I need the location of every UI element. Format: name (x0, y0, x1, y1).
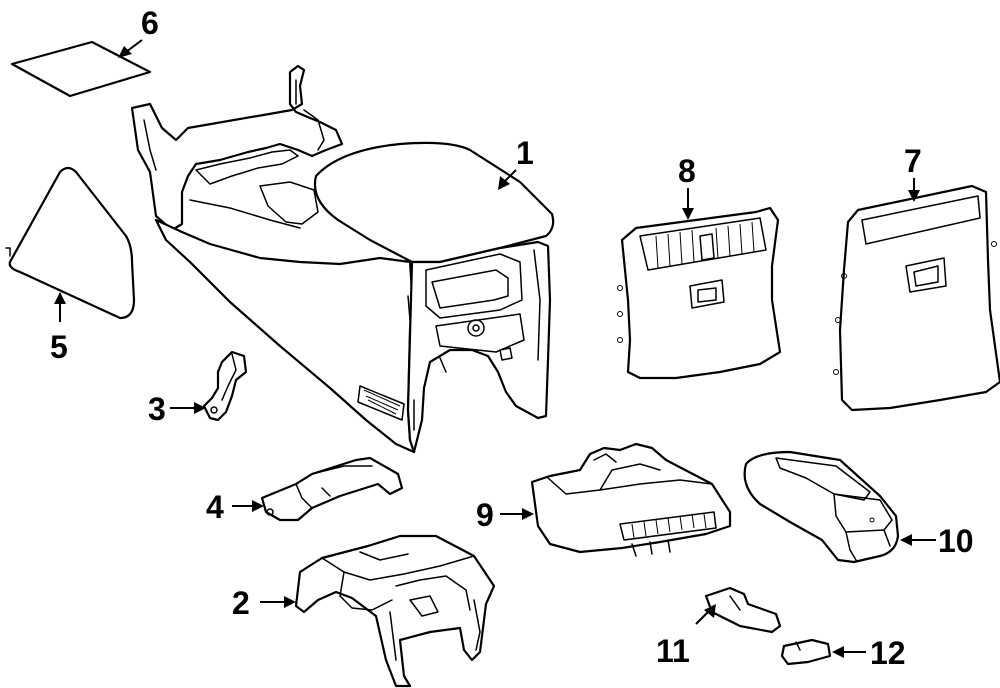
leader-arrows (54, 39, 936, 658)
part-9-lower-panel[interactable] (530, 442, 732, 557)
part-5-side-panel[interactable] (5, 166, 136, 320)
callout-7[interactable]: 7 (904, 143, 922, 179)
callout-1[interactable]: 1 (516, 135, 534, 171)
part-2-frame-bracket[interactable] (294, 534, 496, 688)
part-11-small-pad[interactable] (704, 586, 782, 634)
part-7-rear-panel[interactable] (833, 184, 1000, 412)
part-12-clip[interactable] (780, 638, 832, 666)
callout-9[interactable]: 9 (476, 497, 494, 533)
callout-10[interactable]: 10 (938, 523, 974, 559)
callout-6[interactable]: 6 (141, 5, 159, 41)
part-4-bar-bracket[interactable] (260, 456, 404, 522)
callout-4[interactable]: 4 (206, 489, 224, 525)
part-10-console-lid[interactable] (743, 450, 900, 564)
callout-8[interactable]: 8 (678, 153, 696, 189)
callout-5[interactable]: 5 (50, 329, 68, 365)
callout-11[interactable]: 11 (656, 633, 690, 669)
callout-3[interactable]: 3 (148, 391, 166, 427)
part-6-pad[interactable] (10, 40, 152, 98)
part-3-bracket[interactable] (202, 350, 248, 422)
callout-labels: 6 1 8 7 5 3 4 2 9 10 11 12 (50, 5, 974, 671)
part-8-rear-vent-panel[interactable] (617, 206, 782, 380)
part-1-console-body[interactable] (130, 64, 555, 454)
callout-12[interactable]: 12 (870, 635, 906, 671)
callout-2[interactable]: 2 (232, 585, 250, 621)
